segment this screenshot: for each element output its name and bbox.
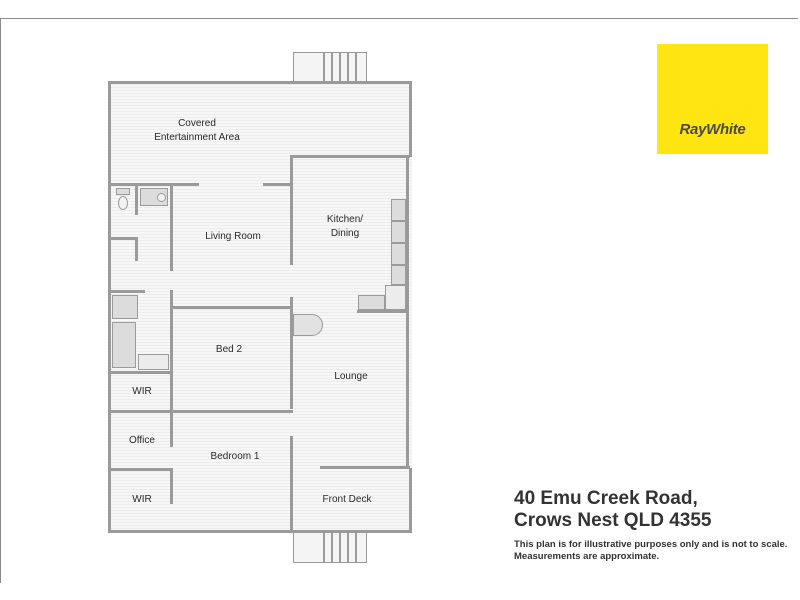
room-label-bed-2: Bed 2 (215, 344, 243, 355)
wall-wir-lower-right (170, 468, 173, 504)
wall-wir-upper-bottom (111, 410, 293, 413)
kitchen-bench-upper (391, 199, 406, 221)
outer-wall-bottom (108, 530, 412, 533)
outer-wall-right-upper (409, 81, 412, 157)
vanity (112, 295, 138, 319)
room-label-office: Office (129, 435, 155, 446)
kitchen-bench-lower (391, 243, 406, 265)
kitchen-sink (391, 265, 406, 285)
wall-covered-bottom-mid (263, 183, 293, 186)
address-line2: Crows Nest QLD 4355 (514, 510, 712, 531)
disclaimer: This plan is for illustrative purposes o… (514, 539, 787, 563)
room-label-lounge: Lounge (334, 371, 368, 382)
room-label-covered-entertainment-area: Covered Entertainment Area (154, 118, 240, 143)
wall-bed2-left (170, 306, 173, 418)
toilet-bowl (118, 196, 128, 210)
room-label-living-room: Living Room (205, 231, 261, 242)
bathtub (112, 322, 136, 368)
wall-bed2-top (170, 306, 293, 309)
page-frame (0, 18, 798, 583)
wall-bath-top (111, 290, 145, 293)
wall-living-kitchen (290, 155, 293, 265)
room-label-kitchen-dining: Kitchen/ Dining (326, 214, 364, 239)
address-line1: 40 Emu Creek Road, (514, 488, 698, 509)
wall-bedroom1-lounge (290, 436, 293, 532)
kitchen-bench-mid (391, 221, 406, 243)
room-label-bedroom-1: Bedroom 1 (210, 451, 260, 462)
kitchen-bench-island (358, 295, 385, 310)
wall-bed2-lounge (290, 297, 293, 409)
wall-bath-bottom (111, 371, 173, 374)
room-label-wir-upper: WIR (132, 386, 152, 397)
wall-kitchen-right (406, 155, 409, 468)
wall-living-left (170, 183, 173, 271)
shower-drain (157, 193, 166, 202)
wall-office-right (170, 413, 173, 447)
wall-hall-mid-v (135, 237, 138, 261)
wall-office-bottom (111, 468, 173, 471)
outer-wall-left (108, 81, 111, 533)
logo-wordmark: RayWhite (679, 121, 746, 138)
ray-white-logo: RayWhite (657, 44, 768, 154)
room-label-front-deck: Front Deck (322, 494, 372, 505)
wall-toilet-right (135, 183, 138, 215)
basin (138, 354, 169, 370)
lounge-bar-seat (293, 314, 323, 336)
wall-kitchen-top (290, 155, 410, 158)
front-stairs (293, 530, 367, 563)
wall-house-right-lower (409, 468, 412, 532)
room-label-wir-lower: WIR (132, 494, 152, 505)
disclaimer-line2: Measurements are approximate. (514, 551, 660, 562)
kitchen-bench-corner (385, 285, 406, 310)
kitchen-bench-edge (357, 310, 407, 313)
wall-covered-bottom-left (108, 183, 199, 186)
wall-lounge-bottom (320, 466, 410, 469)
outer-wall-top (108, 81, 412, 84)
property-address: 40 Emu Creek Road, Crows Nest QLD 4355 (514, 488, 711, 532)
disclaimer-line1: This plan is for illustrative purposes o… (514, 539, 788, 550)
back-stairs (293, 52, 367, 84)
toilet-cistern (116, 188, 130, 195)
wall-hall-mid (111, 237, 135, 240)
